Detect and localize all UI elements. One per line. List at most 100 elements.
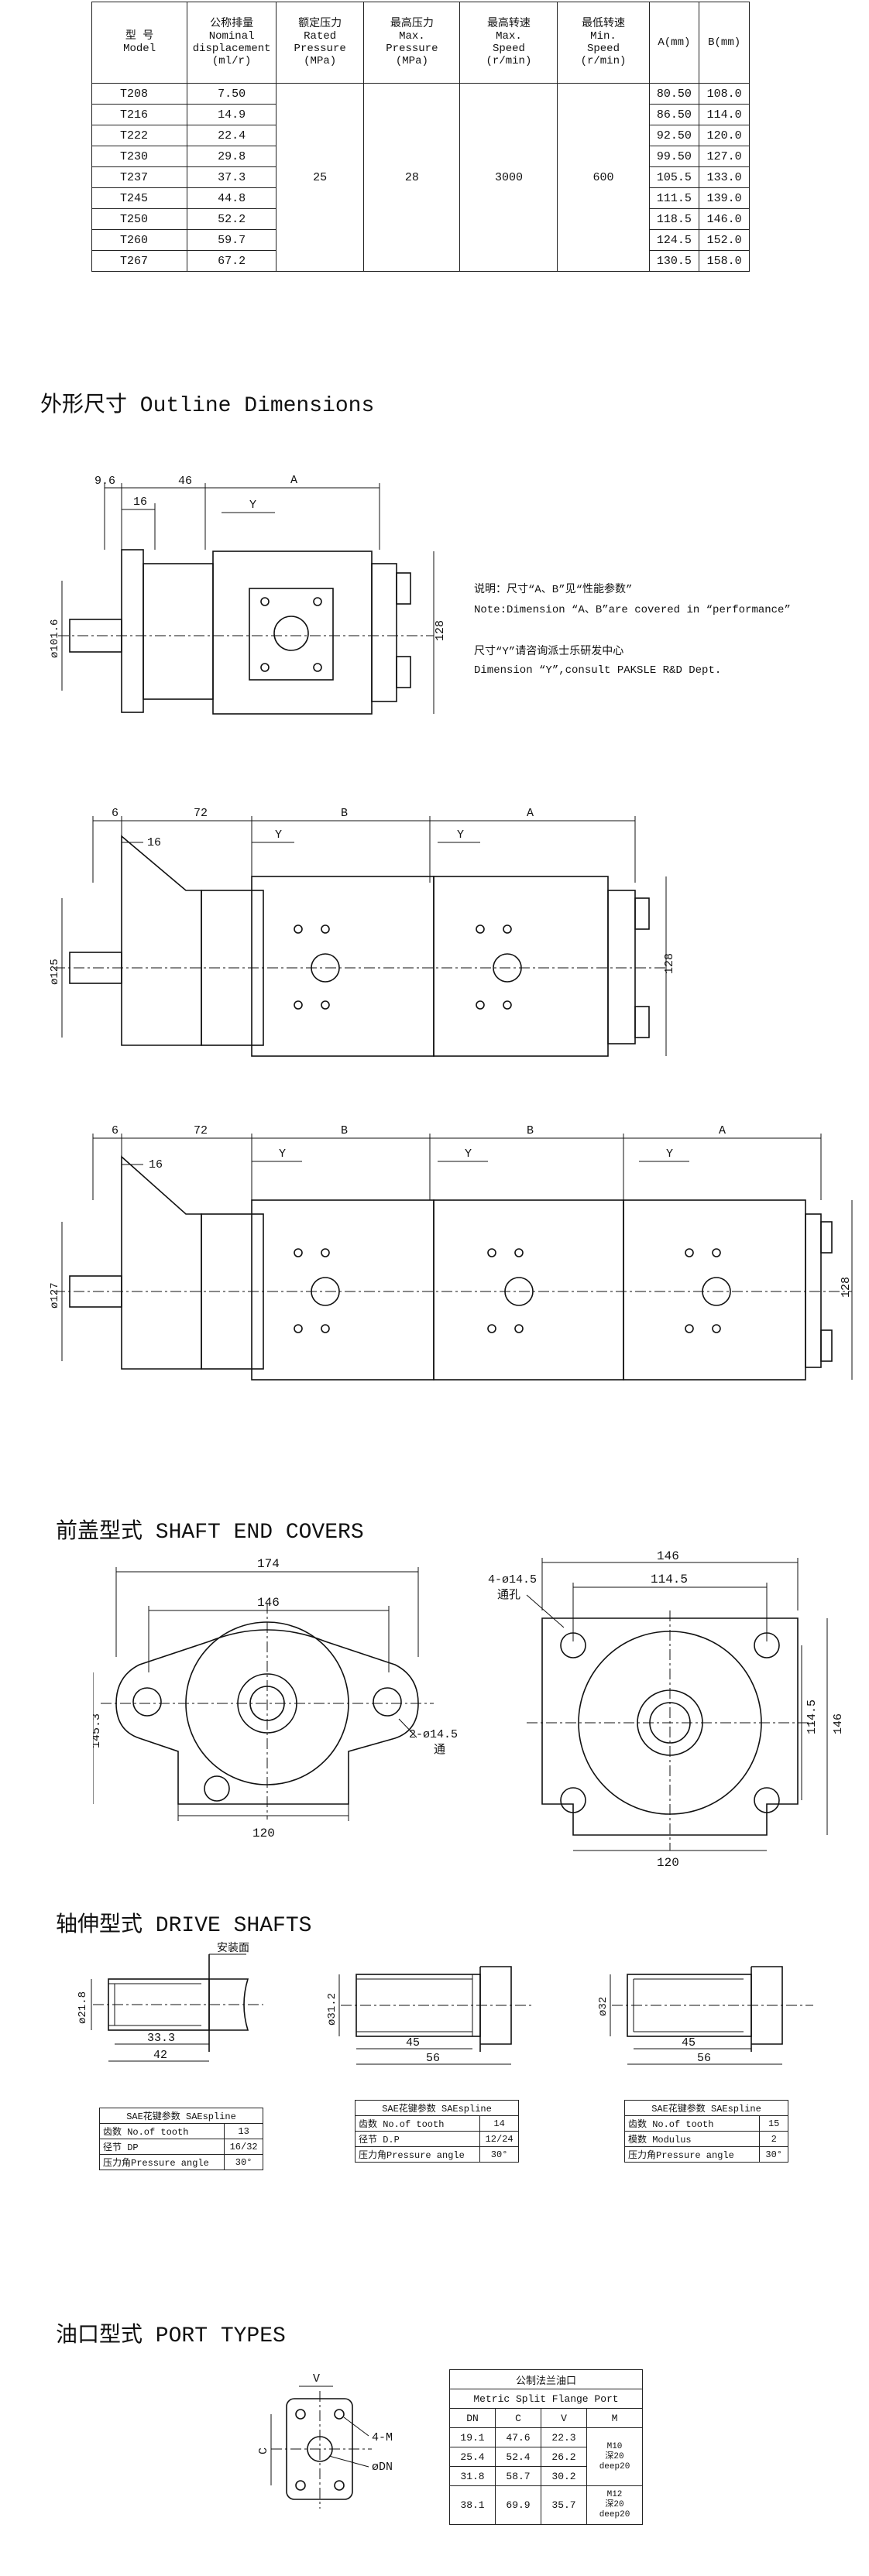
spec-cell: 37.3 [187, 166, 277, 188]
shaft-drawing-2: ø31.2 45 56 [326, 1966, 534, 2065]
spline-param: 模数 Modulus [623, 2131, 761, 2147]
dim-height: 128 [434, 620, 447, 641]
port-table: 公制法兰油口 Metric Split Flange Port DN C V M… [449, 2369, 643, 2525]
shaft-diameter: ø31.2 [326, 1993, 338, 2025]
spline-param: 齿数 No.of tooth [354, 2115, 481, 2132]
note-line-4: Dimension “Y”,consult PAKSLE R&D Dept. [474, 664, 722, 677]
spec-cell: 92.50 [648, 125, 700, 146]
dim-a: A [290, 474, 297, 487]
dim-y1: Y [275, 828, 282, 842]
spec-cell: 108.0 [699, 83, 750, 105]
dim-length: 72 [194, 807, 208, 820]
port-col-m: M [586, 2408, 643, 2428]
spec-cell: T208 [91, 83, 188, 105]
note-line-3: 尺寸“Y”请咨询派士乐研发中心 [474, 646, 624, 658]
spline-param: 压力角Pressure angle [623, 2146, 761, 2163]
dim-b1: B [341, 1124, 348, 1137]
spec-cell: T250 [91, 208, 188, 230]
spec-cell: 80.50 [648, 83, 700, 105]
port-cell: 58.7 [495, 2466, 541, 2486]
dim-offset: 6 [112, 1124, 118, 1137]
outline-drawing-triple: 6 72 16 Y B Y B Y A ø127 128 [49, 1124, 853, 1381]
shaft-diameter: ø21.8 [77, 1991, 89, 2024]
section-title-outline: 外形尺寸 Outline Dimensions [40, 394, 375, 418]
spline-param: 压力角Pressure angle [354, 2146, 481, 2163]
dim-a: A [527, 807, 534, 820]
dim-height: 128 [840, 1277, 853, 1298]
shaft-drawing-3: ø32 45 56 [597, 1966, 813, 2065]
spec-cell: 105.5 [648, 166, 700, 188]
outline-drawing-single: 9.6 46 16 Y A ø101.6 128 [49, 474, 447, 715]
port-cell: 25.4 [449, 2447, 496, 2467]
spline-value: 30° [479, 2146, 519, 2163]
cover-width-outer: 146 [657, 1549, 679, 1563]
dim-offset: 6 [112, 807, 118, 820]
cover-drawing-right: 146 114.5 4-ø14.5 通孔 114.5 146 120 [488, 1549, 845, 1870]
spec-cell: 59.7 [187, 229, 277, 251]
cover-height: 145.3 [93, 1713, 103, 1748]
shaft-length-2: 56 [697, 2052, 711, 2065]
spec-cell: 3000 [459, 83, 558, 272]
dim-diameter: ø127 [49, 1282, 61, 1309]
dim-length: 46 [178, 475, 192, 488]
spec-cell: 124.5 [648, 229, 700, 251]
spec-cell: 29.8 [187, 146, 277, 167]
cover-width-inner: 114.5 [651, 1573, 688, 1586]
spline-param: 齿数 No.of tooth [623, 2115, 761, 2132]
spec-cell: 7.50 [187, 83, 277, 105]
spline-value: 2 [759, 2131, 788, 2147]
port-cell: 19.1 [449, 2427, 496, 2447]
spec-cell: 139.0 [699, 187, 750, 209]
spec-cell: 67.2 [187, 250, 277, 272]
spec-cell: T245 [91, 187, 188, 209]
outline-drawing-double: 6 72 16 Y B Y A ø125 128 [49, 807, 676, 1057]
spec-cell: 114.0 [699, 104, 750, 125]
cover-height-inner: 114.5 [805, 1700, 819, 1734]
spec-cell: 25 [276, 83, 365, 272]
section-title-port-types: 油口型式 PORT TYPES [56, 2324, 286, 2348]
note-line-2: Note:Dimension “A、B”are covered in “perf… [474, 604, 791, 616]
spline-param: 压力角Pressure angle [98, 2154, 225, 2170]
dim-y2: Y [465, 1147, 472, 1161]
cover-width-outer: 174 [257, 1557, 280, 1571]
port-col-dn: DN [449, 2408, 496, 2428]
cover-through-label: 通孔 [497, 1588, 520, 1602]
dim-diameter: ø125 [49, 959, 61, 985]
spec-cell: 118.5 [648, 208, 700, 230]
spline-value: 12/24 [479, 2131, 519, 2147]
dim-flange: 16 [149, 1158, 163, 1171]
dim-b2: B [527, 1124, 534, 1137]
spec-cell: T230 [91, 146, 188, 167]
port-cell: 35.7 [541, 2485, 587, 2525]
spline-value: 14 [479, 2115, 519, 2132]
port-cell: 69.9 [495, 2485, 541, 2525]
dim-a: A [719, 1124, 726, 1137]
dim-offset: 9.6 [94, 475, 115, 488]
spec-cell: 28 [363, 83, 461, 272]
spec-cell: 111.5 [648, 187, 700, 209]
col-a: A(mm) [648, 2, 700, 84]
dim-y1: Y [279, 1147, 286, 1161]
spec-cell: T260 [91, 229, 188, 251]
port-cell: 38.1 [449, 2485, 496, 2525]
port-cell: 30.2 [541, 2466, 587, 2486]
dim-flange: 16 [133, 496, 147, 509]
note-line-1: 说明：尺寸“A、B”见“性能参数” [474, 584, 633, 596]
port-label-m: 4-M [372, 2431, 393, 2444]
dim-diameter: ø101.6 [49, 619, 61, 658]
cover-drawing-left: 174 146 2-ø14.5 通 145.3 120 [93, 1557, 458, 1840]
port-col-v: V [541, 2408, 587, 2428]
port-table-title-cn: 公制法兰油口 [449, 2369, 643, 2389]
